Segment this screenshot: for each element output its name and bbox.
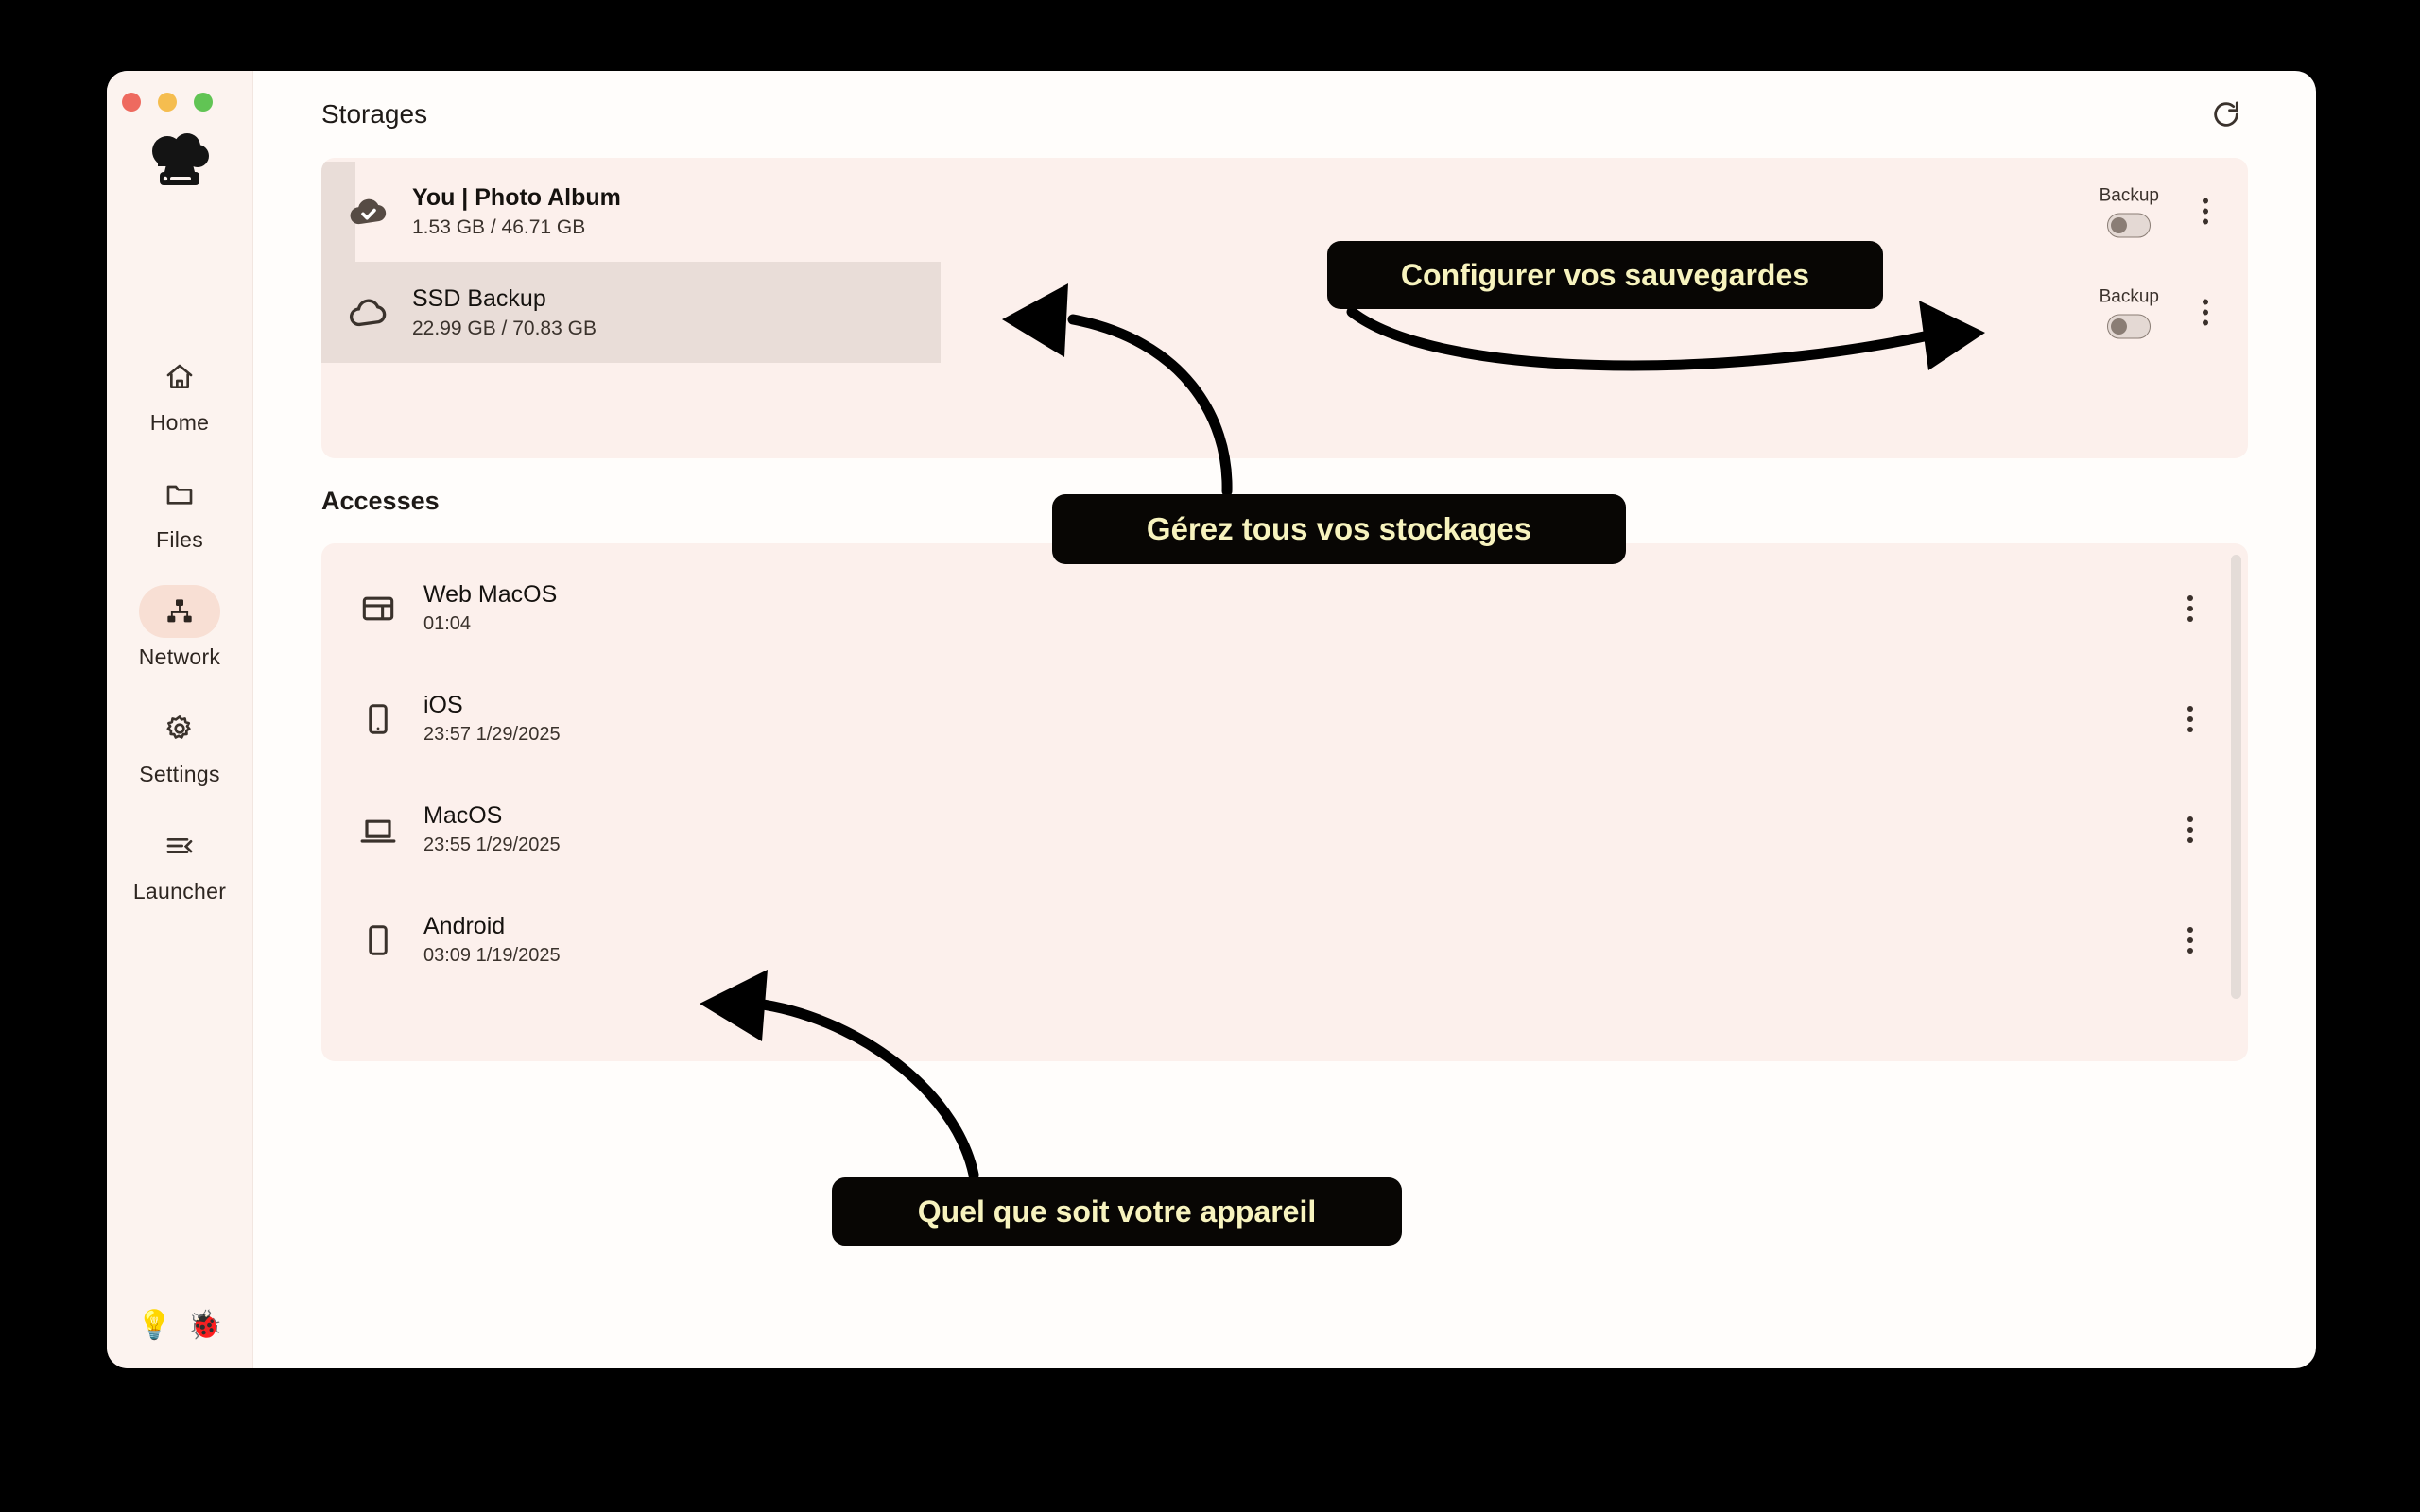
kebab-menu-icon[interactable] [2191,297,2220,329]
row-highlight [321,162,355,262]
minimize-button[interactable] [158,93,177,112]
toggle-knob [2111,318,2128,335]
access-timestamp: 01:04 [424,613,472,634]
kebab-menu-icon[interactable] [2176,924,2204,956]
sidebar-nav: Home Files [107,351,252,904]
accesses-card: Web MacOS 01:04 iOS 23:57 1/29/202 [321,543,2248,1061]
access-name: Android [424,913,506,939]
cloud-drive-logo-icon [146,129,214,190]
access-timestamp: 23:55 1/29/2025 [424,834,561,855]
sidebar-item-home[interactable]: Home [127,351,233,436]
sidebar: Home Files [107,71,253,1368]
cloud-check-icon [338,195,399,229]
list-item[interactable]: MacOS 23:55 1/29/2025 [321,774,2248,885]
access-info: Android 03:09 1/19/2025 [424,913,561,967]
accesses-title: Accesses [321,486,440,515]
list-item[interactable]: iOS 23:57 1/29/2025 [321,663,2248,774]
callout-manage-storages: Gérez tous vos stockages [1052,494,1626,564]
access-info: iOS 23:57 1/29/2025 [424,692,561,746]
main-content: Storages You | Photo Album [253,71,2316,1368]
storages-header: Storages [321,71,2248,158]
phone-icon [348,702,408,736]
list-item[interactable]: Android 03:09 1/19/2025 [321,885,2248,995]
sidebar-item-launcher[interactable]: Launcher [127,819,233,904]
sidebar-bottom-icons: 💡 🐞 [107,1312,252,1340]
callout-any-device: Quel que soit votre appareil [832,1177,1402,1246]
sidebar-item-label: Files [155,527,204,552]
sidebar-item-network[interactable]: Network [127,585,233,670]
storage-usage: 1.53 GB / 46.71 GB [412,216,586,239]
storage-name: SSD Backup [412,284,546,312]
storages-title: Storages [321,99,428,129]
backup-toggle-group: Backup [2100,286,2159,338]
phone-icon [348,923,408,957]
accesses-list: Web MacOS 01:04 iOS 23:57 1/29/202 [321,543,2248,995]
backup-toggle-group: Backup [2100,185,2159,237]
sidebar-item-label: Launcher [132,879,227,903]
backup-label: Backup [2099,185,2159,205]
backup-label: Backup [2099,286,2159,306]
app-window: Home Files [107,71,2316,1368]
laptop-icon [348,815,408,845]
window-traffic-lights [122,93,213,112]
lightbulb-icon[interactable]: 💡 [136,1310,172,1341]
kebab-menu-icon[interactable] [2176,703,2204,735]
storage-actions: Backup [2100,185,2220,237]
access-timestamp: 23:57 1/29/2025 [424,724,561,745]
access-name: Web MacOS [424,581,558,608]
gear-icon [139,702,220,755]
access-info: MacOS 23:55 1/29/2025 [424,802,561,856]
sidebar-item-label: Settings [139,762,220,786]
sidebar-item-files[interactable]: Files [127,468,233,553]
access-name: MacOS [424,802,503,829]
storage-name: You | Photo Album [412,183,621,211]
toggle-knob [2111,216,2128,233]
storage-row[interactable]: SSD Backup 22.99 GB / 70.83 GB Backup [321,262,2248,363]
kebab-menu-icon[interactable] [2176,814,2204,846]
access-timestamp: 03:09 1/19/2025 [424,945,561,966]
network-icon [139,585,220,638]
close-button[interactable] [122,93,141,112]
storage-usage: 22.99 GB / 70.83 GB [412,318,596,340]
storage-actions: Backup [2100,286,2220,338]
accesses-scrollbar[interactable] [2231,555,2241,999]
launcher-icon [139,819,220,872]
kebab-menu-icon[interactable] [2191,196,2220,228]
zoom-button[interactable] [194,93,213,112]
sidebar-item-label: Network [138,644,221,669]
browser-icon [348,593,408,625]
list-item[interactable]: Web MacOS 01:04 [321,553,2248,663]
access-info: Web MacOS 01:04 [424,581,557,635]
ladybug-icon[interactable]: 🐞 [187,1310,223,1341]
storages-card: You | Photo Album 1.53 GB / 46.71 GB Bac… [321,158,2248,458]
backup-toggle[interactable] [2107,213,2152,237]
folder-icon [139,468,220,521]
row-highlight [321,262,941,363]
sidebar-item-settings[interactable]: Settings [127,702,233,787]
accesses-header: Accesses [321,458,2248,543]
cloud-outline-icon [338,296,399,330]
kebab-menu-icon[interactable] [2176,593,2204,625]
storage-info: You | Photo Album 1.53 GB / 46.71 GB [412,183,621,239]
home-icon [139,351,220,404]
backup-toggle[interactable] [2107,314,2152,338]
sidebar-item-label: Home [149,410,210,435]
storage-row[interactable]: You | Photo Album 1.53 GB / 46.71 GB Bac… [321,162,2248,262]
storage-info: SSD Backup 22.99 GB / 70.83 GB [412,284,596,340]
refresh-icon[interactable] [2204,93,2248,136]
access-name: iOS [424,692,463,718]
callout-configure-backups: Configurer vos sauvegardes [1327,241,1883,309]
